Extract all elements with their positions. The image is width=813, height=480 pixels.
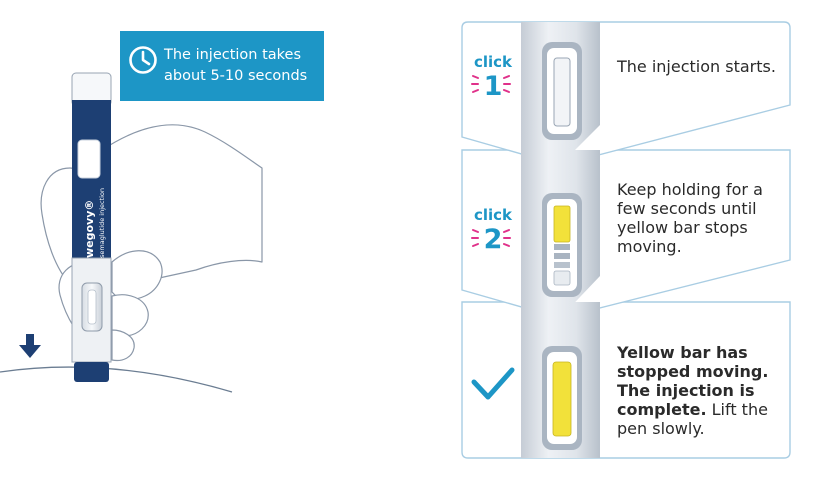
hand-front [111, 250, 163, 362]
step-1-text: The injection starts. [617, 57, 776, 76]
step-3-rest-4: Lift the [706, 400, 768, 419]
click-sparkle-2 [471, 229, 511, 247]
pen: wegovy® semaglutide injection [71, 72, 112, 382]
clock-icon [129, 46, 157, 74]
pen-window-strip-1 [521, 22, 600, 165]
pen-window-strip-3 [521, 302, 600, 458]
pen-window-strip-2 [521, 150, 600, 318]
step-3-bold-4: complete. [617, 400, 707, 419]
step-3-line-5: pen slowly. [617, 419, 705, 438]
click-sparkle-1 [471, 75, 511, 93]
callout-message: The injection takes about 5-10 seconds [164, 45, 320, 87]
click-number-1: 1 [483, 71, 503, 102]
skin-surface [0, 366, 233, 393]
checkmark-icon [471, 367, 515, 400]
click-label-2: click [473, 206, 513, 224]
click-label-1: click [473, 53, 513, 71]
step-2-line-3: yellow bar stops [617, 218, 748, 237]
step-2-line-4: moving. [617, 237, 682, 256]
step-3-bold-3: The injection is [617, 381, 755, 400]
step-3-text: Yellow bar has stopped moving. The injec… [617, 343, 768, 438]
step-3-bold-1: Yellow bar has [617, 343, 748, 362]
callout-line-1: The injection takes [164, 47, 302, 63]
pen-brand-label: wegovy® [83, 200, 96, 258]
step-2-line-1: Keep holding for a [617, 180, 763, 199]
click-number-2: 2 [483, 224, 503, 255]
step-2-text: Keep holding for a few seconds until yel… [617, 180, 763, 256]
step-3-bold-2: stopped moving. [617, 362, 769, 381]
arrow-down-icon [19, 334, 41, 358]
pen-subtitle-label: semaglutide injection [98, 188, 106, 258]
duration-callout: The injection takes about 5-10 seconds [120, 31, 324, 101]
step-2-line-2: few seconds until [617, 199, 757, 218]
callout-line-2: about 5-10 seconds [164, 68, 308, 84]
